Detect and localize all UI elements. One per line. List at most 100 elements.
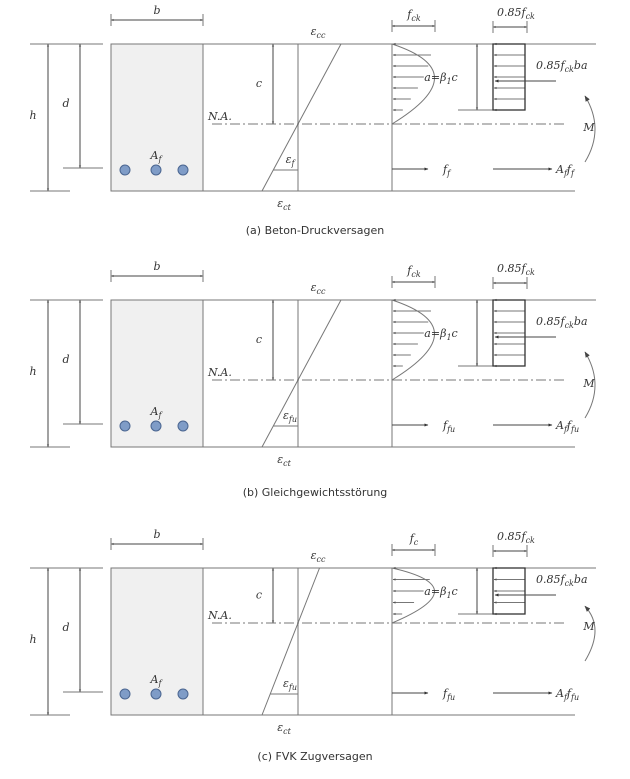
ect-label: εct [277,197,291,212]
h-label-part: h [29,633,36,646]
tension-force-label: Afffu [555,419,579,434]
b-label-part: b [153,260,160,273]
moment-label-part: M [582,620,595,633]
strain-label: εfu [283,409,297,424]
frp-stress-label-part: f [442,419,449,432]
085fck-label-part: 0.85f [497,262,527,275]
a-beta-label: a=β1c [424,327,457,342]
equivalent-stress-block [492,567,526,615]
neutral-axis-label-part: N.A. [207,609,232,622]
af-label-part: A [150,405,159,418]
compression-force-label-part: ba [574,315,588,328]
af-label: Af [150,149,164,164]
b-label: b [153,4,160,17]
frp-stress-label-part: fu [446,693,455,702]
stress-peak-label-part: c [414,538,419,547]
tension-force-label-part: A [555,163,564,176]
stress-curve [391,299,435,381]
tension-force-label-part: f [566,419,573,432]
compression-force-label-part: ck [565,321,574,330]
085fck-label-part: 0.85f [497,6,527,19]
b-label-part: b [153,528,160,541]
moment-label: M [582,121,595,134]
compression-force-label: 0.85fckba [536,573,588,588]
tension-force-label-part: f [563,425,569,434]
a-beta-label-part: 1 [446,591,451,600]
085fck-label: 0.85fck [497,530,535,545]
tension-force-label-part: f [570,169,576,178]
moment-arrow [584,351,596,419]
frp-stress-label-part: f [442,163,449,176]
a-beta-label: a=β1c [424,585,457,600]
ect-label-part: ct [283,459,291,468]
neutral-axis-label: N.A. [207,366,232,379]
frp-stress-label: ffu [442,419,455,434]
strain-label: εfu [283,677,297,692]
085fck-label-part: ck [526,268,535,277]
moment-arrow [584,605,596,662]
equivalent-stress-block [492,299,526,367]
compression-force-label-part: ck [565,579,574,588]
compression-force-label-part: ck [565,65,574,74]
moment-label: M [582,620,595,633]
frp-stress-label: ffu [442,687,455,702]
tension-force-label: Afffu [555,687,579,702]
d-label: d [62,621,69,634]
moment-label: M [582,377,595,390]
ecc-label: εcc [311,25,326,40]
tension-force-label-part: A [555,419,564,432]
frp-bar [177,420,189,432]
a-beta-label-part: c [452,327,458,340]
frp-bar [177,688,189,700]
stress-peak-label-part: f [409,532,416,545]
compression-force-label: 0.85fckba [536,59,588,74]
frp-bar [150,164,162,176]
b-label: b [153,260,160,273]
tension-force-label-part: fu [570,425,579,434]
panel-a: bAfhdN.A.cεccεctεffcka=β1c0.85fck0.85fck… [29,4,596,237]
d-label-part: d [62,353,69,366]
strain-line [261,567,320,716]
neutral-axis-label-part: N.A. [207,110,232,123]
strain-label: εf [286,153,297,168]
af-label-part: A [150,149,159,162]
stress-curve [391,567,435,624]
frp-stress-label-part: f [442,687,449,700]
af-label: Af [150,673,164,688]
stress-peak-label-part: ck [411,14,420,23]
c-label: c [256,589,262,602]
strain-label-part: f [290,159,296,168]
ect-label: εct [277,721,291,736]
b-label: b [153,528,160,541]
085fck-label: 0.85fck [497,6,535,21]
frp-bar [150,420,162,432]
a-beta-label-part: c [452,71,458,84]
compression-force-label-part: 0.85f [536,59,566,72]
equivalent-stress-block [492,43,526,111]
a-beta-label-part: a=β [424,585,446,598]
c-label-part: c [256,333,262,346]
strain-label-part: ε [283,409,289,422]
ect-label: εct [277,453,291,468]
ecc-label: εcc [311,281,326,296]
h-label: h [29,365,36,378]
neutral-axis-label-part: N.A. [207,366,232,379]
panel-b: bAfhdN.A.cεccεctεfufcka=β1c0.85fck0.85fc… [29,260,596,499]
stress-peak-label-part: f [406,264,413,277]
frp-stress-label: ff [442,163,452,178]
b-label-part: b [153,4,160,17]
h-label: h [29,633,36,646]
a-beta-label-part: c [452,585,458,598]
panel-caption: (a) Beton-Druckversagen [246,224,385,237]
085fck-label-part: 0.85f [497,530,527,543]
a-beta-label-part: 1 [446,77,451,86]
af-label-part: A [150,673,159,686]
panel-caption: (b) Gleichgewichtsstörung [243,486,388,499]
d-label-part: d [62,97,69,110]
a-beta-label-part: 1 [446,333,451,342]
tension-force-label-part: f [563,693,569,702]
stress-curve [391,43,435,125]
a-beta-label: a=β1c [424,71,457,86]
085fck-label: 0.85fck [497,262,535,277]
tension-force-label-part: fu [570,693,579,702]
